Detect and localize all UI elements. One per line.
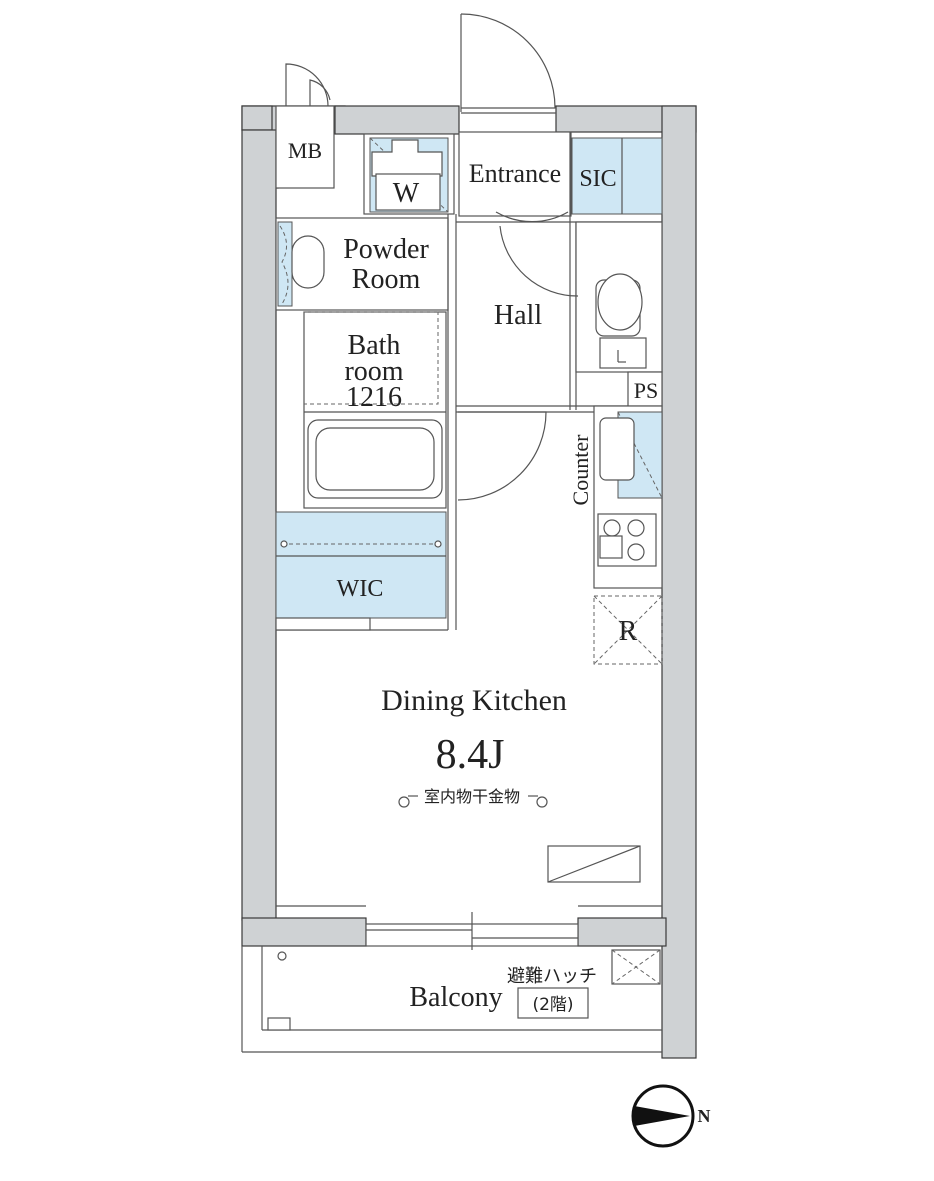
north-label: N — [698, 1106, 711, 1126]
powder-room-label-2: Room — [352, 264, 421, 295]
dining-kitchen-size: 8.4J — [436, 732, 505, 778]
dk-door[interactable] — [457, 411, 547, 501]
mb-label: MB — [288, 138, 322, 163]
hatch-label-2: (2階) — [532, 995, 573, 1015]
counter-label: Counter — [568, 434, 593, 506]
dining-kitchen-label: Dining Kitchen — [381, 684, 567, 717]
entrance-inner-door[interactable] — [495, 211, 569, 223]
toilet — [595, 273, 647, 369]
bathroom-label-3: 1216 — [346, 382, 402, 413]
escape-hatch: 避難ハッチ (2階) — [507, 949, 661, 1019]
hall-label: Hall — [494, 300, 542, 331]
bathroom-label-2: room — [344, 356, 403, 387]
bathroom: Bath room 1216 — [304, 311, 443, 499]
sic-closet: SIC — [571, 137, 663, 215]
washer-pan: W — [369, 137, 449, 213]
drying-rack: 室内物干金物 — [398, 787, 548, 808]
balcony: Balcony — [241, 946, 662, 1053]
balcony-window[interactable] — [276, 905, 662, 950]
sic-label: SIC — [579, 166, 616, 192]
powder-room-label-1: Powder — [343, 234, 429, 265]
drying-rack-label: 室内物干金物 — [424, 787, 520, 806]
bathroom-label-1: Bath — [348, 330, 401, 361]
powder-room: Powder Room — [277, 221, 429, 307]
ps-label: PS — [634, 378, 658, 403]
air-conditioner — [547, 845, 641, 883]
refrigerator-space: R — [593, 595, 663, 665]
kitchen-counter: Counter — [568, 405, 663, 589]
entrance-label: Entrance — [469, 159, 561, 188]
mb-closet: MB — [275, 63, 335, 189]
compass: N — [631, 1084, 711, 1148]
washer-label: W — [393, 178, 420, 209]
balcony-label: Balcony — [409, 982, 502, 1013]
wic-label: WIC — [337, 576, 384, 602]
entrance-door[interactable] — [460, 13, 556, 114]
exterior-walls — [241, 105, 697, 1059]
hatch-label-1: 避難ハッチ — [507, 966, 597, 987]
refrigerator-label: R — [619, 616, 638, 647]
hall-door[interactable] — [499, 225, 579, 297]
compass-needle-icon — [634, 1106, 690, 1126]
wic: WIC — [275, 511, 447, 631]
